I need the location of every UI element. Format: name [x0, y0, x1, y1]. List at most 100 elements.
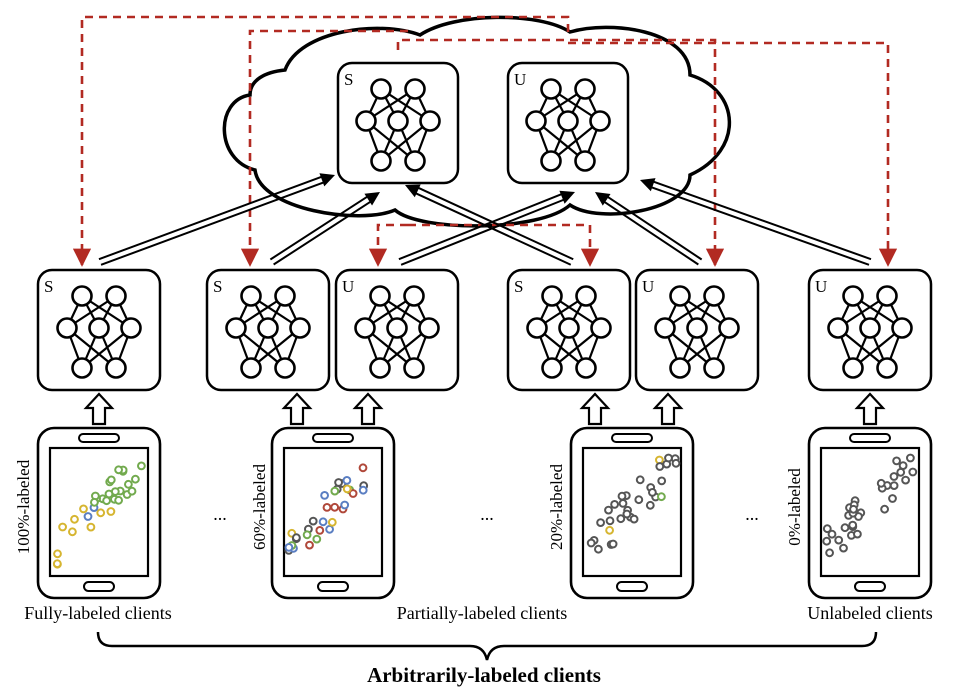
- upload-arrow-head: [364, 192, 380, 206]
- network-icon-4: [225, 285, 311, 379]
- upload-arrow-line: [400, 197, 568, 266]
- upload-arrow-line: [650, 179, 872, 261]
- data-point: [70, 514, 79, 524]
- phone-home-button: [317, 581, 349, 592]
- upload-arrow-line: [414, 185, 574, 261]
- data-point: [657, 492, 666, 502]
- data-flow-arrow-2: [281, 392, 313, 426]
- network-node: [403, 285, 425, 307]
- network-node: [56, 317, 78, 339]
- upload-arrow-3: [398, 190, 575, 266]
- upload-arrow-line: [604, 194, 703, 261]
- network-node: [369, 285, 391, 307]
- network-node: [827, 317, 849, 339]
- network-node: [354, 317, 376, 339]
- upload-arrow-head: [319, 173, 335, 187]
- data-point: [888, 494, 897, 503]
- upload-arrow-line: [100, 180, 328, 266]
- data-flow-arrow-1: [83, 392, 115, 426]
- client-phone-4: [807, 426, 933, 600]
- client-model-3-tag: U: [342, 277, 354, 296]
- data-point: [827, 529, 837, 539]
- data-point: [834, 535, 844, 545]
- network-node: [369, 357, 391, 379]
- phone-speaker: [849, 433, 891, 443]
- data-point: [127, 486, 137, 496]
- data-point: [634, 495, 644, 505]
- data-point: [892, 456, 901, 466]
- network-node: [718, 317, 740, 339]
- network-icon-7: [654, 285, 740, 379]
- data-flow-arrow-3: [352, 392, 384, 426]
- network-node: [575, 285, 597, 307]
- network-node: [404, 150, 426, 172]
- data-point: [83, 512, 93, 521]
- phone-home-button: [83, 581, 115, 592]
- download-arrow-4: [408, 223, 600, 267]
- phone-screen: [581, 446, 683, 578]
- network-node: [105, 357, 127, 379]
- network-node: [590, 317, 612, 339]
- upload-arrow-line: [273, 199, 374, 266]
- phone-label-2: 60%-labeled: [250, 464, 269, 550]
- phone-home-button: [616, 581, 648, 592]
- upload-arrow-line: [269, 194, 371, 261]
- server-cloud: [222, 15, 732, 228]
- data-flow-arrow-6: [854, 392, 886, 426]
- upload-arrow-line: [398, 192, 565, 261]
- server-model-s-tag: S: [344, 70, 353, 89]
- data-point: [901, 475, 910, 485]
- phone-home-button: [854, 581, 886, 592]
- data-point: [825, 548, 834, 558]
- network-node: [386, 317, 408, 339]
- data-point: [880, 504, 889, 514]
- data-point: [596, 518, 605, 527]
- network-node: [225, 317, 247, 339]
- network-node: [403, 357, 425, 379]
- data-point: [605, 525, 614, 535]
- data-flow-arrow-4: [579, 392, 611, 426]
- network-node: [105, 285, 127, 307]
- upload-arrow-1: [98, 173, 335, 266]
- data-point: [849, 504, 858, 514]
- phone-speaker: [611, 433, 653, 443]
- upload-arrow-head: [405, 184, 421, 198]
- upload-arrow-head: [559, 190, 575, 204]
- data-point: [52, 559, 62, 569]
- network-node: [525, 110, 547, 132]
- data-point: [604, 505, 613, 515]
- network-node: [574, 150, 596, 172]
- data-point: [358, 485, 368, 495]
- data-point: [137, 461, 146, 471]
- data-point: [908, 467, 918, 477]
- network-node: [541, 357, 563, 379]
- network-icons: [56, 78, 913, 379]
- data-point: [302, 530, 312, 540]
- network-node: [274, 285, 296, 307]
- upload-arrow-line: [412, 191, 572, 266]
- network-node: [418, 317, 440, 339]
- data-point: [618, 499, 628, 508]
- data-point: [889, 481, 899, 491]
- footer-label: Arbitrarily-labeled clients: [367, 663, 601, 687]
- client-phone-1: [36, 426, 162, 600]
- client-model-1-tag: S: [44, 277, 53, 296]
- network-node: [257, 317, 279, 339]
- data-point: [292, 533, 301, 543]
- data-point: [340, 500, 350, 510]
- upload-arrow-5: [595, 192, 703, 266]
- data-point: [586, 538, 596, 548]
- data-point: [671, 458, 681, 468]
- client-model-2-tag: S: [213, 277, 222, 296]
- network-node: [703, 285, 725, 307]
- data-point: [131, 474, 140, 484]
- network-node: [387, 110, 409, 132]
- phone-speaker: [312, 433, 354, 443]
- network-node: [686, 317, 708, 339]
- group-label-partially: Partially-labeled clients: [397, 603, 567, 623]
- client-phone-3: [569, 426, 695, 600]
- network-node: [842, 285, 864, 307]
- upload-arrow-line: [601, 199, 699, 266]
- data-point: [104, 489, 114, 499]
- client-phone-2: [270, 426, 396, 600]
